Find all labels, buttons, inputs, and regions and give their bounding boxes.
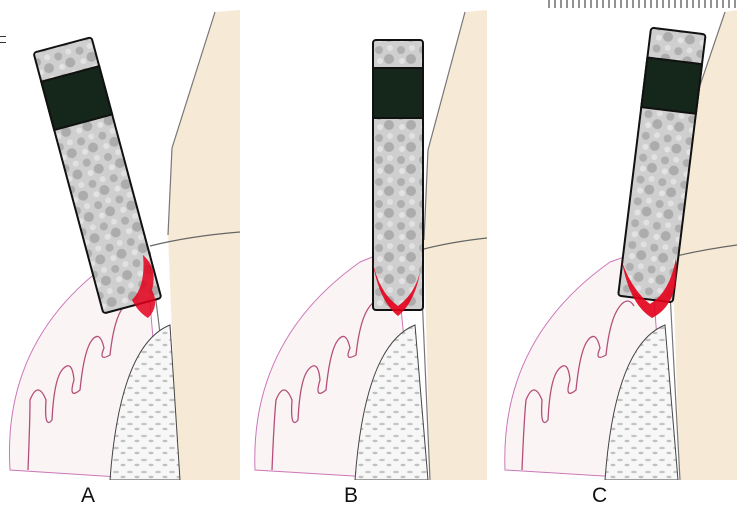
panel-a	[9, 10, 240, 480]
panel-b	[255, 10, 487, 480]
tooth-crown	[424, 10, 487, 480]
panel-c	[505, 10, 737, 480]
panel-label-b: B	[344, 484, 358, 508]
panel-label-a: A	[81, 484, 95, 508]
panel-label-c: C	[592, 484, 607, 508]
instrument	[373, 40, 423, 310]
instrument	[33, 37, 161, 313]
tooth-crown	[168, 10, 240, 480]
